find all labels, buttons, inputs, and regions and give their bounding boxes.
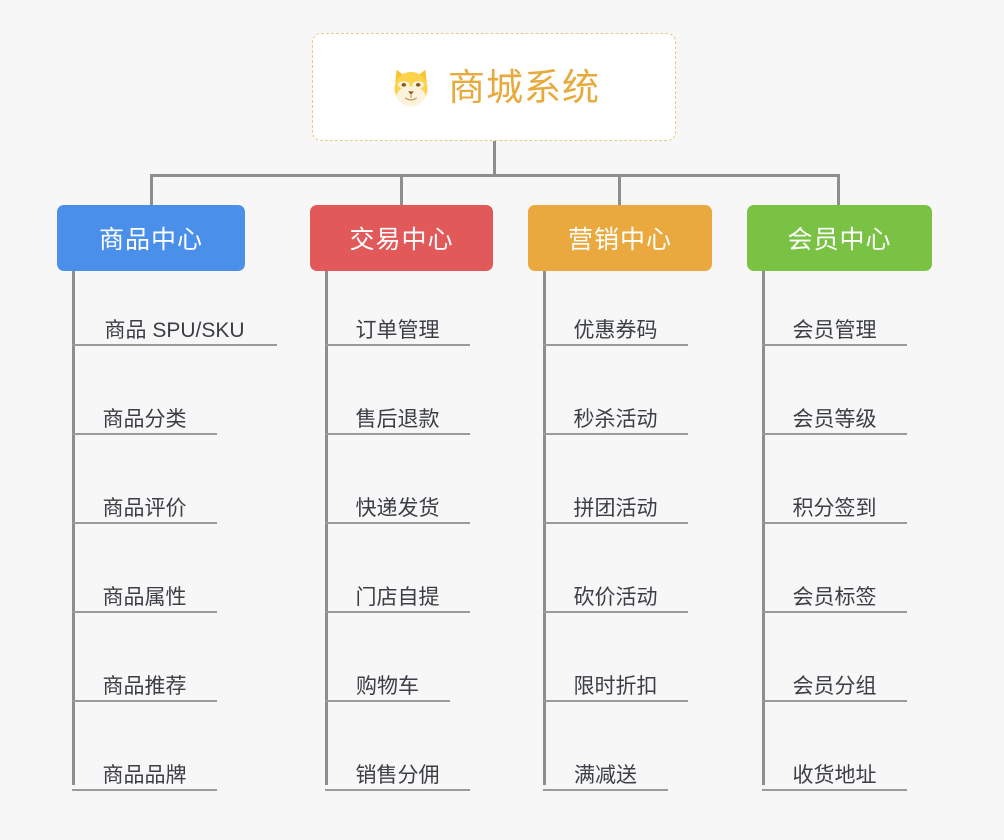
leaf-item[interactable]: 拼团活动 bbox=[543, 468, 688, 524]
leaf-item-label: 积分签到 bbox=[792, 496, 877, 520]
leaf-item[interactable]: 商品品牌 bbox=[72, 735, 217, 791]
leaf-item[interactable]: 会员分组 bbox=[762, 646, 907, 702]
leaf-item[interactable]: 秒杀活动 bbox=[543, 379, 688, 435]
category-header-trade-center[interactable]: 交易中心 bbox=[310, 205, 493, 271]
leaf-item-label: 商品评价 bbox=[102, 496, 187, 520]
connector-drop-product-center bbox=[150, 174, 153, 206]
leaf-item-label: 会员分组 bbox=[792, 674, 877, 698]
leaf-item-label: 快递发货 bbox=[355, 496, 440, 520]
connector-horizontal-bus bbox=[150, 174, 840, 177]
leaf-item[interactable]: 满减送 bbox=[543, 735, 668, 791]
leaf-item[interactable]: 订单管理 bbox=[325, 290, 470, 346]
spine-product-center bbox=[72, 271, 75, 785]
leaf-item-label: 订单管理 bbox=[355, 318, 440, 342]
leaf-item[interactable]: 销售分佣 bbox=[325, 735, 470, 791]
leaf-item[interactable]: 积分签到 bbox=[762, 468, 907, 524]
leaf-item[interactable]: 会员等级 bbox=[762, 379, 907, 435]
leaf-item[interactable]: 商品属性 bbox=[72, 557, 217, 613]
leaf-item[interactable]: 商品 SPU/SKU bbox=[72, 290, 277, 346]
shiba-dog-face-icon bbox=[388, 64, 434, 110]
leaf-item-label: 收货地址 bbox=[792, 763, 877, 787]
leaf-item[interactable]: 售后退款 bbox=[325, 379, 470, 435]
leaf-item[interactable]: 会员标签 bbox=[762, 557, 907, 613]
category-header-member-center[interactable]: 会员中心 bbox=[747, 205, 932, 271]
leaf-item[interactable]: 砍价活动 bbox=[543, 557, 688, 613]
leaf-item-label: 优惠券码 bbox=[573, 318, 658, 342]
category-header-product-center[interactable]: 商品中心 bbox=[57, 205, 245, 271]
leaf-item-label: 门店自提 bbox=[355, 585, 440, 609]
leaf-item-label: 限时折扣 bbox=[573, 674, 658, 698]
root-node-title: 商城系统 bbox=[448, 66, 600, 108]
category-header-label: 会员中心 bbox=[787, 226, 892, 254]
leaf-item[interactable]: 会员管理 bbox=[762, 290, 907, 346]
leaf-item-label: 会员管理 bbox=[792, 318, 877, 342]
leaf-item-label: 会员标签 bbox=[792, 585, 877, 609]
spine-trade-center bbox=[325, 271, 328, 785]
leaf-item-label: 商品属性 bbox=[102, 585, 187, 609]
leaf-item-label: 满减送 bbox=[574, 763, 637, 787]
leaf-item-label: 会员等级 bbox=[792, 407, 877, 431]
category-header-label: 商品中心 bbox=[98, 226, 203, 254]
spine-marketing-center bbox=[543, 271, 546, 785]
leaf-item[interactable]: 商品分类 bbox=[72, 379, 217, 435]
leaf-item[interactable]: 优惠券码 bbox=[543, 290, 688, 346]
root-node-shop-system[interactable]: 商城系统 bbox=[312, 33, 676, 141]
leaf-item[interactable]: 收货地址 bbox=[762, 735, 907, 791]
leaf-item-label: 砍价活动 bbox=[573, 585, 658, 609]
leaf-item[interactable]: 门店自提 bbox=[325, 557, 470, 613]
connector-drop-trade-center bbox=[400, 174, 403, 206]
leaf-item[interactable]: 限时折扣 bbox=[543, 646, 688, 702]
leaf-item-label: 拼团活动 bbox=[573, 496, 658, 520]
leaf-item[interactable]: 商品评价 bbox=[72, 468, 217, 524]
leaf-item-label: 商品分类 bbox=[102, 407, 187, 431]
leaf-item-label: 销售分佣 bbox=[355, 763, 440, 787]
leaf-item[interactable]: 快递发货 bbox=[325, 468, 470, 524]
leaf-item-label: 商品 SPU/SKU bbox=[104, 318, 245, 342]
spine-member-center bbox=[762, 271, 765, 785]
connector-drop-marketing-center bbox=[618, 174, 621, 206]
category-header-label: 营销中心 bbox=[567, 226, 672, 254]
connector-root-stem bbox=[493, 141, 496, 177]
leaf-item-label: 售后退款 bbox=[355, 407, 440, 431]
leaf-item-label: 商品品牌 bbox=[102, 763, 187, 787]
leaf-item-label: 购物车 bbox=[356, 674, 419, 698]
leaf-item-label: 秒杀活动 bbox=[573, 407, 658, 431]
connector-drop-member-center bbox=[837, 174, 840, 206]
leaf-item[interactable]: 购物车 bbox=[325, 646, 450, 702]
leaf-item[interactable]: 商品推荐 bbox=[72, 646, 217, 702]
leaf-item-label: 商品推荐 bbox=[102, 674, 187, 698]
category-header-label: 交易中心 bbox=[349, 226, 454, 254]
category-header-marketing-center[interactable]: 营销中心 bbox=[528, 205, 712, 271]
